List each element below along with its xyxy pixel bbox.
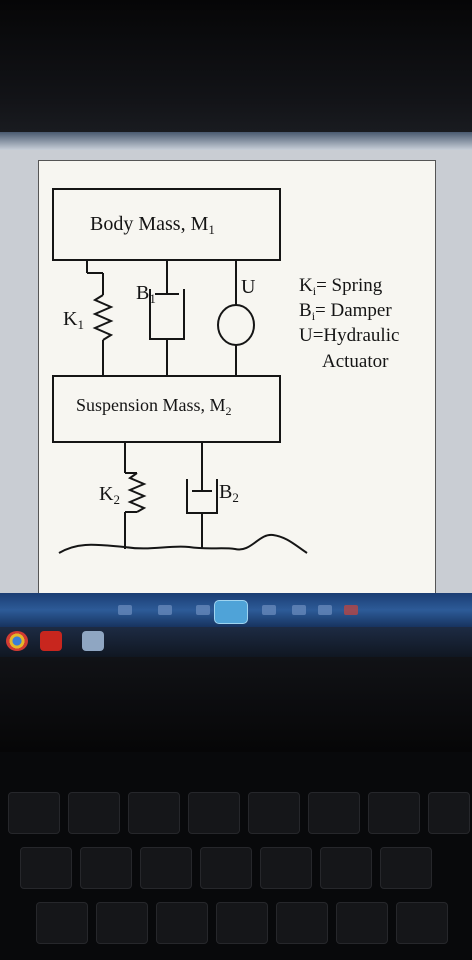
monitor-bezel-top — [0, 0, 472, 140]
pdf-reader-icon[interactable] — [40, 631, 62, 651]
damper-b1 — [149, 260, 185, 376]
keyboard-key — [368, 792, 420, 834]
legend-actuator: U=Hydraulic — [299, 325, 399, 346]
keyboard-key — [248, 792, 300, 834]
taskbar-item[interactable] — [318, 605, 332, 615]
actuator-u — [217, 260, 255, 376]
suspension-mass-label: Suspension Mass, M2 — [76, 395, 232, 418]
document-page: Body Mass, M1 K1 B1 U Suspension Mass, M… — [38, 160, 436, 594]
b2-label: B2 — [219, 481, 239, 505]
keyboard-key — [96, 902, 148, 944]
keyboard-key — [276, 902, 328, 944]
damper-b2 — [186, 442, 218, 549]
keyboard-key — [380, 847, 432, 889]
keyboard-key — [260, 847, 312, 889]
keyboard-key — [156, 902, 208, 944]
b1-label: B1 — [136, 282, 156, 306]
keyboard-key — [36, 902, 88, 944]
taskbar-item[interactable] — [344, 605, 358, 615]
k1-label: K1 — [63, 308, 84, 332]
file-explorer-icon[interactable] — [82, 631, 104, 651]
keyboard-key — [128, 792, 180, 834]
dock — [0, 627, 472, 657]
taskbar-item[interactable] — [118, 605, 132, 615]
keyboard-key — [188, 792, 240, 834]
spring-k2 — [124, 442, 147, 549]
taskbar-active-item[interactable] — [214, 600, 248, 624]
keyboard-key — [68, 792, 120, 834]
keyboard-key — [8, 792, 60, 834]
keyboard-key — [200, 847, 252, 889]
suspension-mass-box — [52, 375, 281, 443]
chrome-icon[interactable] — [6, 631, 28, 651]
keyboard-key — [140, 847, 192, 889]
suspension-diagram: Body Mass, M1 K1 B1 U Suspension Mass, M… — [52, 188, 399, 554]
taskbar-item[interactable] — [196, 605, 210, 615]
taskbar-item[interactable] — [158, 605, 172, 615]
keyboard-key — [308, 792, 360, 834]
k2-label: K2 — [99, 483, 120, 507]
legend-damper: Bi= Damper — [299, 300, 392, 323]
keyboard-key — [396, 902, 448, 944]
legend-spring: Ki= Spring — [299, 275, 383, 298]
legend: Ki= Spring Bi= Damper U=Hydraulic Actuat… — [299, 275, 399, 372]
taskbar-item[interactable] — [292, 605, 306, 615]
keyboard-key — [336, 902, 388, 944]
keyboard-key — [320, 847, 372, 889]
u-label: U — [241, 276, 256, 298]
keyboard-key — [20, 847, 72, 889]
road-surface — [58, 533, 308, 554]
monitor-bezel-bottom — [0, 657, 472, 752]
keyboard — [0, 752, 472, 960]
keyboard-key — [80, 847, 132, 889]
body-mass-label: Body Mass, M1 — [90, 213, 215, 237]
legend-actuator-line2: Actuator — [322, 351, 389, 372]
keyboard-key — [216, 902, 268, 944]
taskbar-item[interactable] — [262, 605, 276, 615]
spring-k1 — [86, 260, 114, 376]
keyboard-key — [428, 792, 470, 834]
